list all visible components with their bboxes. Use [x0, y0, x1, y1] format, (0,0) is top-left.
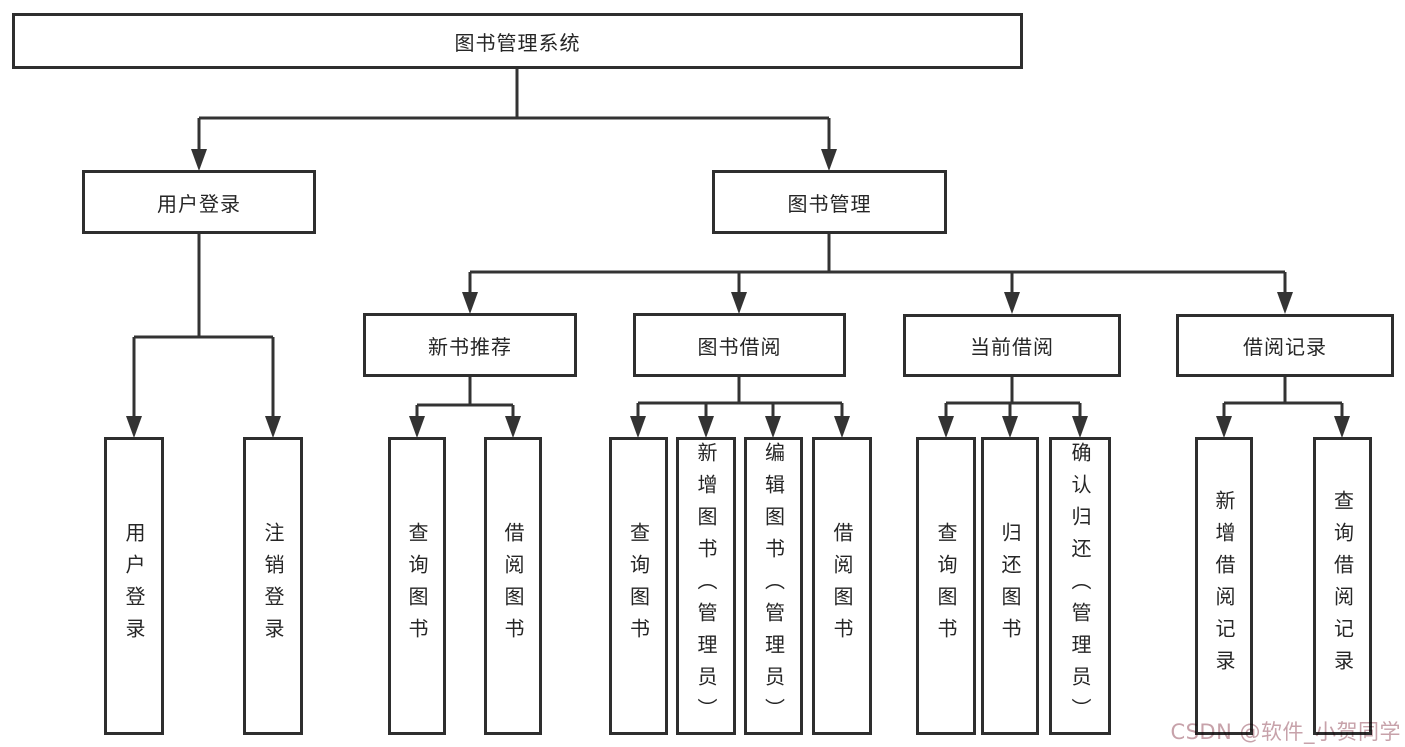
leaf-borrow-add-books-admin-label: 新增图书（管理员） [694, 442, 718, 730]
connector-arrowheads [126, 149, 1350, 438]
leaf-current-return-books-label: 归还图书 [998, 522, 1022, 650]
leaf-borrow-edit-books-admin: 编辑图书（管理员） [744, 437, 803, 735]
node-root-label: 图书管理系统 [454, 30, 581, 55]
node-book-management-label: 图书管理 [787, 191, 872, 216]
node-book-management: 图书管理 [712, 170, 947, 234]
node-new-book-recommend: 新书推荐 [363, 313, 577, 377]
node-new-book-recommend-label: 新书推荐 [428, 334, 512, 359]
leaf-records-query-record-label: 查询借阅记录 [1330, 490, 1355, 682]
node-book-borrow: 图书借阅 [633, 313, 846, 377]
leaf-current-confirm-return-admin-label: 确认归还（管理员） [1068, 442, 1092, 730]
leaf-borrow-edit-books-admin-label: 编辑图书（管理员） [761, 442, 786, 730]
leaf-records-add-record-label: 新增借阅记录 [1212, 490, 1236, 682]
leaf-user-login: 用户登录 [104, 437, 164, 735]
leaf-current-confirm-return-admin: 确认归还（管理员） [1049, 437, 1111, 735]
leaf-newbooks-borrow-books: 借阅图书 [484, 437, 542, 735]
node-borrow-records-label: 借阅记录 [1243, 335, 1327, 359]
node-user-login-label: 用户登录 [157, 191, 241, 216]
leaf-borrow-query-books-label: 查询图书 [626, 522, 651, 650]
leaf-newbooks-borrow-books-label: 借阅图书 [501, 522, 525, 650]
leaf-borrow-query-books: 查询图书 [609, 437, 668, 735]
leaf-logout: 注销登录 [243, 437, 303, 735]
leaf-current-query-books: 查询图书 [916, 437, 976, 735]
leaf-borrow-add-books-admin: 新增图书（管理员） [676, 437, 736, 735]
leaf-newbooks-query-books-label: 查询图书 [405, 522, 429, 650]
node-user-login: 用户登录 [82, 170, 316, 234]
leaf-current-query-books-label: 查询图书 [934, 522, 958, 650]
node-book-borrow-label: 图书借阅 [697, 334, 782, 359]
node-borrow-records: 借阅记录 [1176, 314, 1394, 377]
leaf-records-add-record: 新增借阅记录 [1195, 437, 1253, 735]
leaf-logout-label: 注销登录 [261, 522, 285, 650]
node-root-system: 图书管理系统 [12, 13, 1023, 69]
node-current-borrow-label: 当前借阅 [970, 335, 1054, 359]
leaf-user-login-label: 用户登录 [122, 522, 146, 650]
leaf-borrow-borrow-books: 借阅图书 [812, 437, 872, 735]
leaf-borrow-borrow-books-label: 借阅图书 [830, 522, 854, 650]
leaf-current-return-books: 归还图书 [981, 437, 1039, 735]
leaf-newbooks-query-books: 查询图书 [388, 437, 446, 735]
node-current-borrow: 当前借阅 [903, 314, 1121, 377]
leaf-records-query-record: 查询借阅记录 [1313, 437, 1372, 735]
